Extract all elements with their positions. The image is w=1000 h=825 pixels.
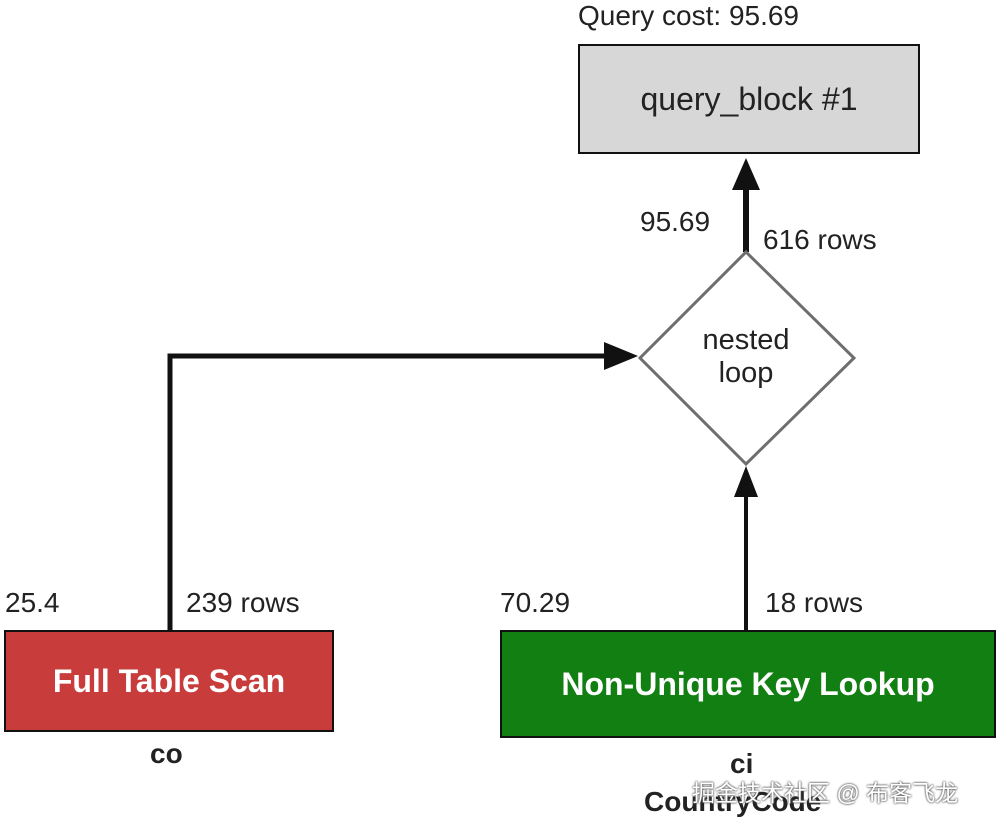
scan-table-name: co <box>150 738 183 769</box>
scan-rows: 239 rows <box>186 587 300 618</box>
lookup-cost: 70.29 <box>500 587 571 618</box>
query-cost-label: Query cost: 95.69 <box>578 0 800 31</box>
watermark-text: 掘金技术社区 @ 布客飞龙 <box>692 780 959 806</box>
nested-loop-label: nested loop <box>660 324 832 390</box>
join-cost: 95.69 <box>640 206 711 237</box>
lookup-arrowhead <box>734 466 758 497</box>
join-rows: 616 rows <box>763 224 877 255</box>
lookup-key-name: CountryCode <box>644 786 822 817</box>
scan-arrowhead <box>604 342 638 370</box>
query-block-node[interactable]: query_block #1 <box>578 44 920 154</box>
full-table-scan-label: Full Table Scan <box>52 662 286 699</box>
key-lookup-label: Non-Unique Key Lookup <box>561 665 935 702</box>
scan-cost: 25.4 <box>5 587 60 618</box>
block-arrowhead <box>732 158 760 190</box>
query-block-label: query_block #1 <box>640 80 858 117</box>
key-lookup-node[interactable]: Non-Unique Key Lookup <box>500 630 996 738</box>
scan-to-loop-arrow <box>167 353 628 632</box>
lookup-table-name: ci <box>730 748 754 779</box>
nested-loop-line1: nested <box>702 324 790 356</box>
nested-loop-diamond <box>637 249 857 467</box>
full-table-scan-node[interactable]: Full Table Scan <box>4 630 334 732</box>
nested-loop-line2: loop <box>718 357 774 389</box>
lookup-rows: 18 rows <box>765 587 864 618</box>
